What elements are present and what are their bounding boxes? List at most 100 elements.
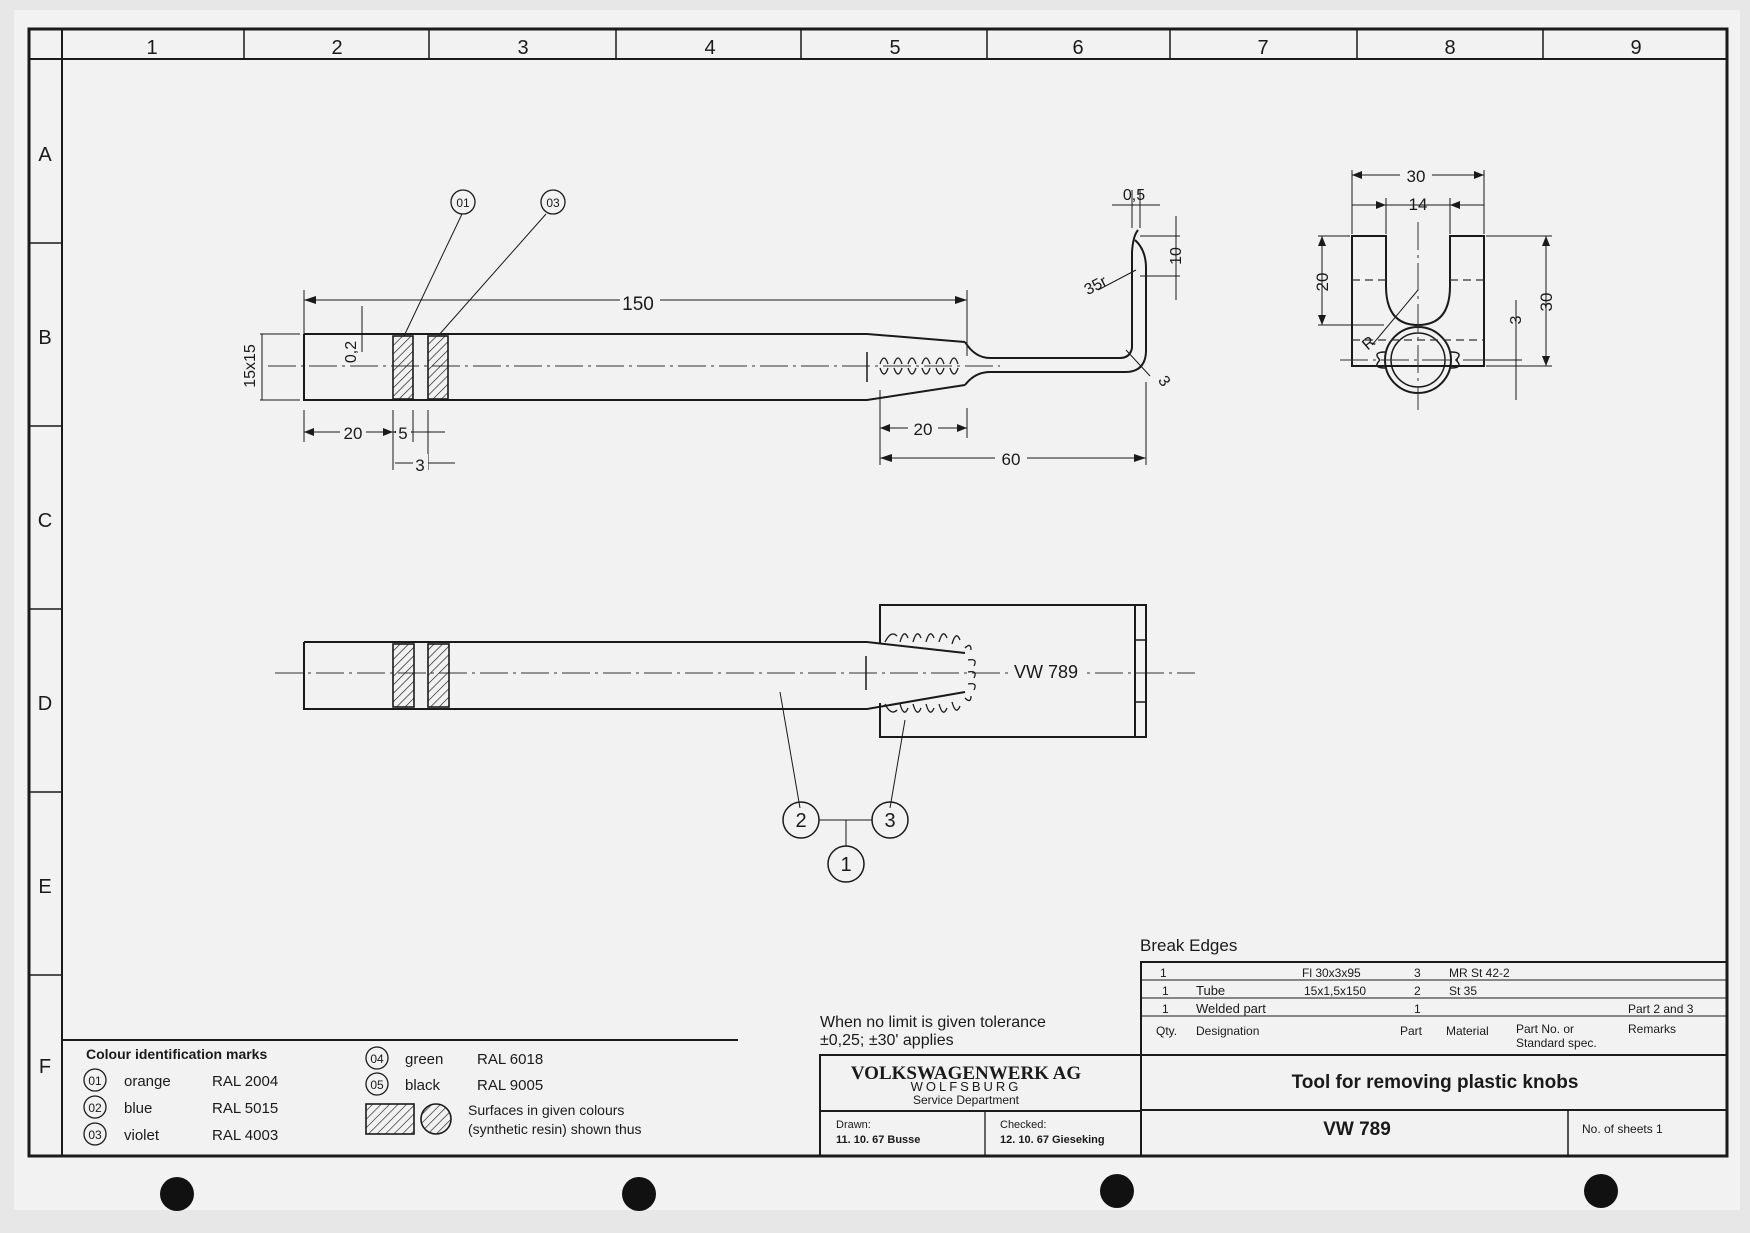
- company-name: VOLKSWAGENWERK AG: [851, 1063, 1082, 1084]
- parts-row-2-part: 2: [1414, 984, 1421, 998]
- parts-row-3-designation: Welded part: [1196, 1001, 1266, 1016]
- grid-row-e: E: [38, 876, 51, 898]
- grid-col-8: 8: [1444, 37, 1455, 59]
- mark-02-name: blue: [124, 1100, 152, 1117]
- dim-15x15: 15x15: [242, 344, 259, 388]
- parts-row-1-material: MR St 42-2: [1449, 966, 1510, 980]
- side-view: VW 789 2 3 1: [275, 604, 1195, 883]
- number-of-sheets: No. of sheets 1: [1582, 1122, 1663, 1136]
- parts-header-part-no-1: Part No. or: [1516, 1022, 1574, 1036]
- binder-hole-3: [1100, 1174, 1134, 1208]
- end-dim-30-side: 30: [1537, 293, 1556, 312]
- callout-part-2-label: 2: [795, 810, 806, 832]
- grid-col-4: 4: [704, 37, 715, 59]
- grid-columns: 1 2 3 4 5 6 7 8 9: [146, 29, 1642, 59]
- grid-row-a: A: [38, 144, 52, 166]
- side-colour-band-03: [427, 643, 450, 708]
- grid-col-1: 1: [146, 37, 157, 59]
- callout-01: [450, 189, 476, 215]
- mark-01-circle: [83, 1068, 107, 1092]
- top-view: 150 15x15 0,2 20 5 3 20 60: [242, 187, 1185, 475]
- parts-header-qty: Qty.: [1156, 1024, 1177, 1038]
- grid-row-f: F: [39, 1056, 51, 1078]
- binder-holes: [160, 1174, 1618, 1211]
- company-city: WOLFSBURG: [911, 1079, 1022, 1094]
- parts-header-part-no-2: Standard spec.: [1516, 1036, 1597, 1050]
- parts-row-3-qty: 1: [1162, 1002, 1169, 1016]
- checked-value: 12. 10. 67 Gieseking: [1000, 1134, 1105, 1146]
- grid-row-d: D: [38, 693, 52, 715]
- callout-part-3-label: 3: [884, 810, 895, 832]
- side-view-label: VW 789: [1014, 662, 1078, 682]
- parts-header-designation: Designation: [1196, 1024, 1259, 1038]
- paper: [14, 10, 1740, 1210]
- binder-hole-2: [622, 1177, 656, 1211]
- company-block: VOLKSWAGENWERK AG WOLFSBURG Service Depa…: [819, 1054, 1142, 1157]
- dim-60: 60: [1002, 450, 1021, 469]
- colour-band-01: [392, 335, 414, 400]
- parts-row-2-stock: 15x1,5x150: [1304, 984, 1366, 998]
- mark-03-ral: RAL 4003: [212, 1127, 278, 1144]
- surface-sample-rect: [365, 1103, 415, 1135]
- grid-col-9: 9: [1630, 37, 1641, 59]
- dim-20-right: 20: [914, 420, 933, 439]
- tolerance-line-1: When no limit is given tolerance: [820, 1014, 1046, 1031]
- mark-03-code: 03: [88, 1128, 102, 1142]
- drawing-number: VW 789: [1323, 1119, 1391, 1140]
- company-dept: Service Department: [913, 1093, 1020, 1107]
- dim-3: 3: [415, 456, 424, 475]
- dim-150: 150: [622, 294, 654, 315]
- dim-20-left: 20: [344, 424, 363, 443]
- mark-05-name: black: [405, 1077, 441, 1094]
- binder-hole-1: [160, 1177, 194, 1211]
- colour-marks-legend: Colour identification marks 01 orange RA…: [62, 1039, 738, 1146]
- dim-0-2: 0,2: [343, 341, 360, 363]
- mark-04-ral: RAL 6018: [477, 1051, 543, 1068]
- colour-marks-heading: Colour identification marks: [86, 1046, 267, 1062]
- mark-04-circle: [365, 1046, 389, 1070]
- grid-col-5: 5: [889, 37, 900, 59]
- grid-col-3: 3: [517, 37, 528, 59]
- end-dim-30-top: 30: [1407, 167, 1426, 186]
- parts-row-1-stock: Fl 30x3x95: [1302, 966, 1361, 980]
- callout-part-1-label: 1: [840, 854, 851, 876]
- mark-03-circle: [83, 1122, 107, 1146]
- grid-col-6: 6: [1072, 37, 1083, 59]
- drawing-title: Tool for removing plastic knobs: [1292, 1072, 1579, 1093]
- end-dim-20: 20: [1313, 273, 1332, 292]
- dim-0-5: 0,5: [1123, 187, 1145, 204]
- mark-02-circle: [83, 1095, 107, 1119]
- binder-hole-4: [1584, 1174, 1618, 1208]
- callout-part-1: [827, 845, 865, 883]
- mark-03-name: violet: [124, 1127, 160, 1144]
- callout-03-label: 03: [546, 196, 560, 210]
- mark-02-ral: RAL 5015: [212, 1100, 278, 1117]
- parts-row-2-designation: Tube: [1196, 983, 1225, 998]
- parts-header-remarks: Remarks: [1628, 1022, 1676, 1036]
- end-dim-14: 14: [1409, 195, 1428, 214]
- grid-col-7: 7: [1257, 37, 1268, 59]
- parts-row-1-qty: 1: [1160, 966, 1167, 980]
- dim-10: 10: [1168, 247, 1185, 265]
- mark-01-ral: RAL 2004: [212, 1073, 278, 1090]
- drawn-value: 11. 10. 67 Busse: [836, 1134, 920, 1146]
- parts-row-2-material: St 35: [1449, 984, 1477, 998]
- mark-05-ral: RAL 9005: [477, 1077, 543, 1094]
- mark-01-code: 01: [88, 1074, 102, 1088]
- drawn-label: Drawn:: [836, 1119, 871, 1131]
- grid-row-b: B: [38, 327, 51, 349]
- dim-5: 5: [398, 424, 407, 443]
- callout-03: [540, 189, 566, 215]
- break-edges: Break Edges: [1140, 936, 1237, 955]
- parts-header-part: Part: [1400, 1024, 1423, 1038]
- colour-band-03: [427, 335, 449, 400]
- grid-row-c: C: [38, 510, 52, 532]
- end-dim-3: 3: [1508, 315, 1525, 324]
- parts-header-material: Material: [1446, 1024, 1489, 1038]
- parts-row-3-part: 1: [1414, 1002, 1421, 1016]
- checked-label: Checked:: [1000, 1119, 1046, 1131]
- mark-01-name: orange: [124, 1073, 171, 1090]
- side-colour-band-01: [392, 643, 415, 708]
- grid-col-2: 2: [331, 37, 342, 59]
